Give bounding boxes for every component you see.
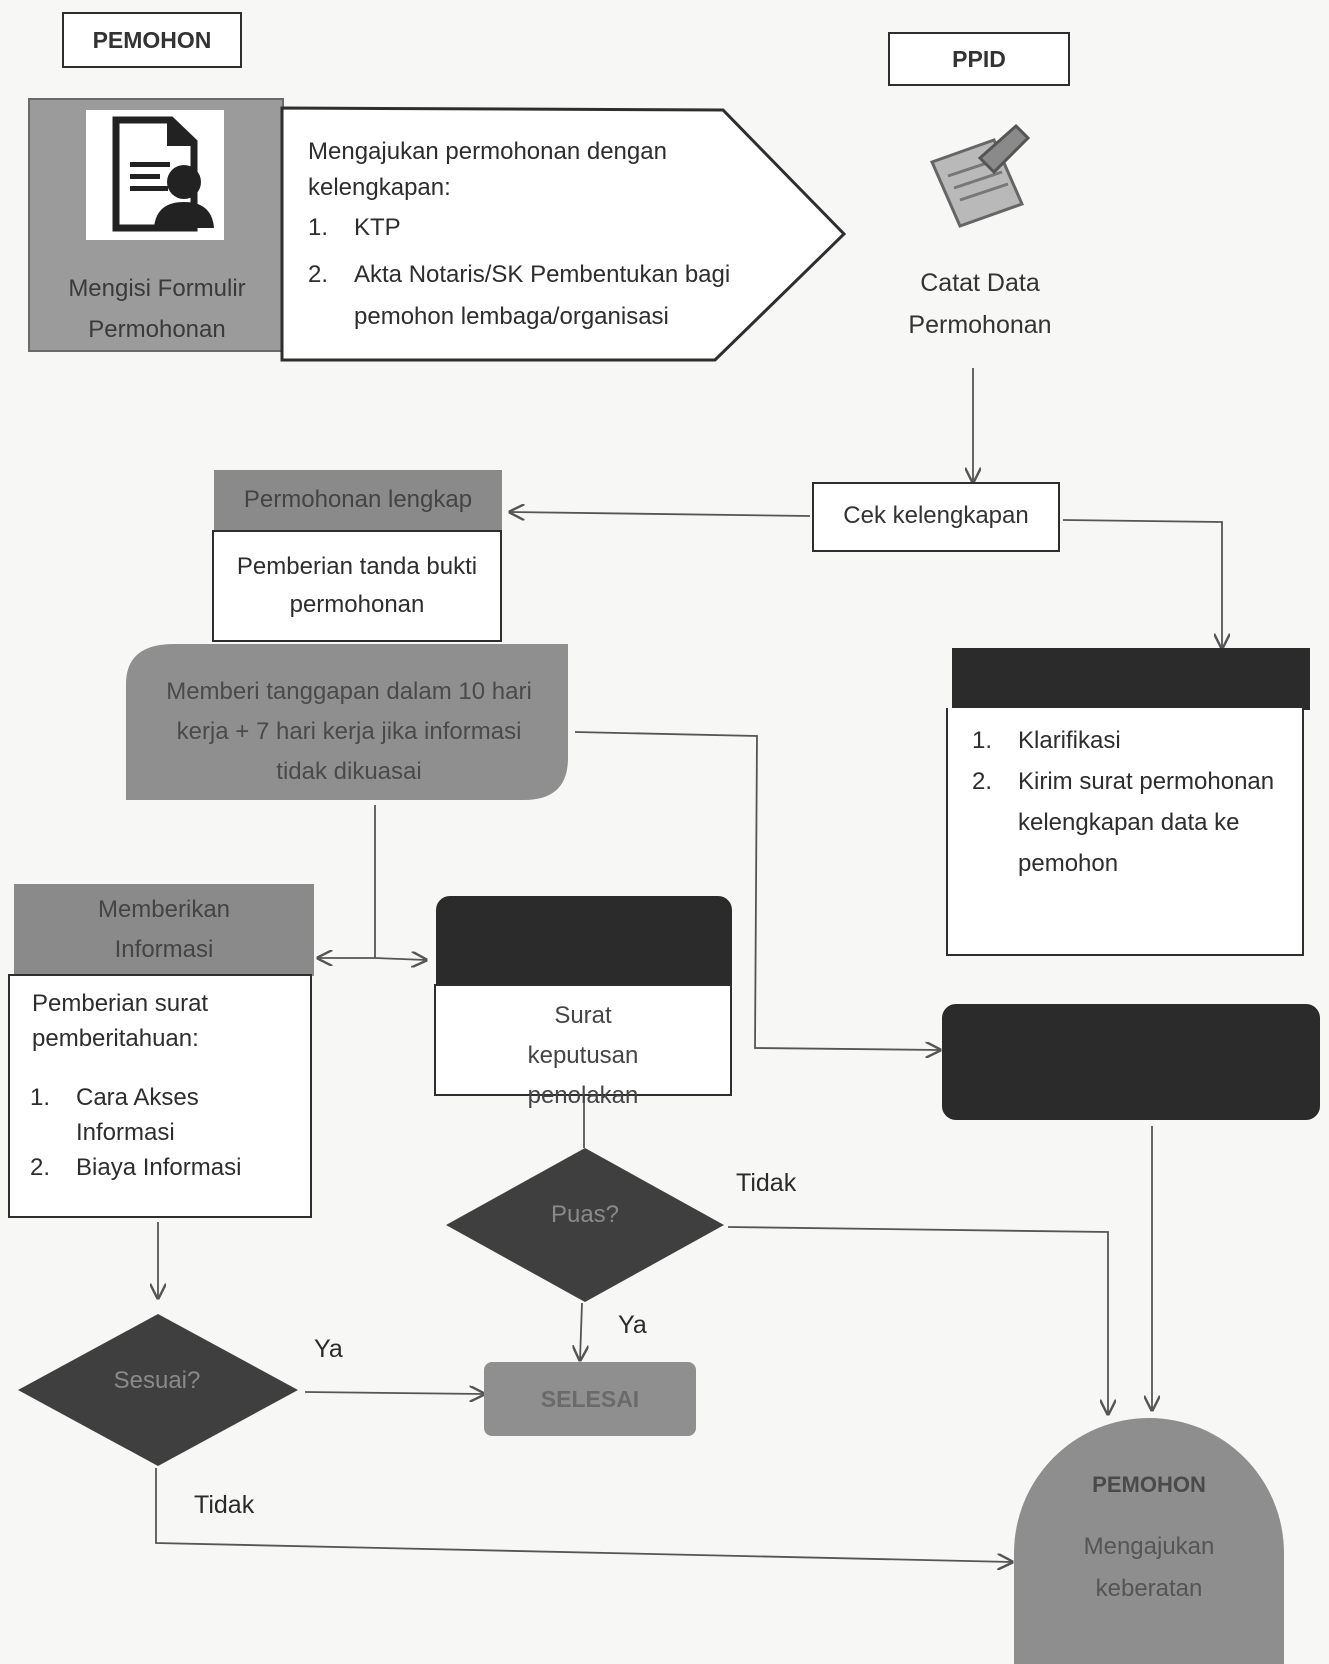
respond-shape [126,644,568,800]
decision-satisfied-shape [446,1148,724,1302]
submission-item: 1. KTP [308,214,401,241]
arrow-check-to-complete [510,512,811,516]
submission-arrow-shape [280,106,847,362]
objection-label: Mengajukan keberatan [1083,1533,1215,1602]
dark-process-box [942,1004,1320,1120]
lane-label-ppid: PPID [888,32,1070,86]
arrow-puas-to-objection [727,1226,1108,1414]
arrow-sesuai-to-objection [155,1468,1012,1562]
finish-terminal: SELESAI [484,1362,696,1436]
objection-title: PEMOHON [1092,1472,1206,1497]
complete-body: Pemberian tanda bukti permohonan [212,530,502,642]
give-info-item: 2. Biaya Informasi [30,1154,242,1181]
arrow-sesuai-to-finish [304,1392,484,1394]
give-info-item: 1. Cara Akses Informasi [30,1084,199,1146]
lane-label-pemohon: PEMOHON [62,12,242,68]
incomplete-item: 1. Klarifikasi [972,727,1121,754]
give-info-header: Memberikan Informasi [14,884,314,976]
arrow-check-to-incomplete [1062,519,1222,648]
submission-item: 2. Akta Notaris/SK Pembentukan bagi pemo… [308,261,731,330]
record-label: Catat Data Permohonan [908,269,1052,339]
give-info-body: Pemberian surat pemberitahuan: 1. Cara A… [8,974,312,1218]
form-fill-step: Mengisi Formulir Permohonan [28,98,284,352]
decision-match-label: Sesuai? [113,1367,201,1394]
incomplete-item: 2. Kirim surat permohonan kelengkapan da… [972,768,1275,877]
arrow-puas-to-finish [580,1302,582,1360]
decision-match-no-label: Tidak [194,1491,255,1519]
incomplete-body: 1. Klarifikasi 2. Kirim surat permohonan… [946,708,1304,956]
arrow-to-rejection [374,958,426,960]
decision-satisfied-yes-label: Ya [618,1311,647,1339]
give-info-list: 1. Cara Akses Informasi 2. Biaya Informa… [30,1080,300,1185]
decision-satisfied-label: Puas? [550,1201,620,1228]
decision-satisfied-no-label: Tidak [736,1169,797,1197]
decision-match-shape [18,1314,298,1466]
decision-match-yes-label: Ya [314,1335,343,1363]
respond-label: Memberi tanggapan dalam 10 hari kerja + … [166,678,532,785]
submission-intro: Mengajukan permohonan dengan kelengkapan… [308,138,667,201]
arrow-respond-to-dark [574,731,940,1050]
incomplete-header [952,648,1310,710]
submission-list: 1. KTP 2. Akta Notaris/SK Pembentukan ba… [308,210,768,338]
rejection-body: Surat keputusan penolakan [434,984,732,1109]
notepad-icon [918,118,1036,234]
incomplete-list: 1. Klarifikasi 2. Kirim surat permohonan… [972,720,1282,884]
form-fill-label: Mengisi Formulir Permohonan [68,275,246,343]
give-info-intro: Pemberian surat pemberitahuan: [32,990,209,1052]
check-completeness-step: Cek kelengkapan [812,482,1060,552]
document-person-icon [86,110,224,240]
complete-header: Permohonan lengkap [214,470,502,532]
rejection-header [436,896,732,986]
objection-terminal: PEMOHON Mengajukan keberatan [1014,1418,1284,1664]
